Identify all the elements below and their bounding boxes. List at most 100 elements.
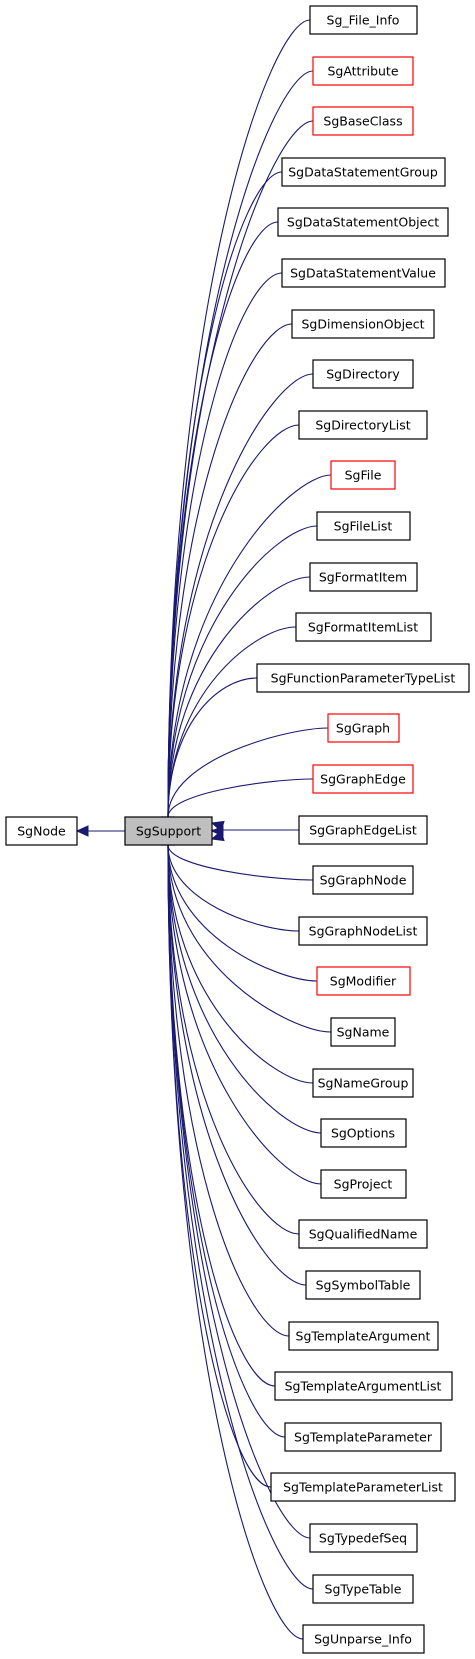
node-sgformatitem-label: SgFormatItem [319,570,407,585]
node-sgsupport-box[interactable] [124,816,213,846]
node-sgdirectory-box[interactable] [312,359,414,389]
node-sggraphnodelist-box[interactable] [298,916,428,946]
edge-sgformatitemlist [167,626,297,818]
node-sgformatitem[interactable]: SgFormatItem [309,562,418,592]
node-sgsymboltable-box[interactable] [305,1270,421,1300]
node-sgtemplateargumentlist-box[interactable] [274,1371,453,1401]
node-sgformatitemlist-box[interactable] [295,612,432,642]
node-sggraphedge[interactable]: SgGraphEdge [312,764,414,794]
node-sgattribute-box[interactable] [312,56,414,86]
node-sgsymboltable[interactable]: SgSymbolTable [305,1270,421,1300]
node-sggraph[interactable]: SgGraph [327,713,400,743]
node-sgmodifier[interactable]: SgModifier [316,966,411,996]
edge-sgdirectory [167,373,314,818]
node-sgtypedefseq-label: SgTypedefSeq [319,1531,407,1546]
node-sgdatastatementobject-box[interactable] [277,207,449,237]
node-sgbaseclass-box[interactable] [312,106,414,136]
node-sgdatastatementvalue[interactable]: SgDataStatementValue [281,258,446,288]
node-sgtemplateparameter-box[interactable] [284,1422,442,1452]
node-sgformatitem-box[interactable] [309,562,418,592]
node-sgdatastatementvalue-label: SgDataStatementValue [290,266,436,281]
node-sgnode[interactable]: SgNode [5,816,78,846]
node-sgdatastatementgroup-label: SgDataStatementGroup [288,165,438,180]
node-sgtemplateargument[interactable]: SgTemplateArgument [288,1321,439,1351]
edge-sgtemplateparameter [167,844,286,1438]
node-sgproject[interactable]: SgProject [320,1169,407,1199]
node-sggraphnode-label: SgGraphNode [320,873,407,888]
node-sggraph-label: SgGraph [336,721,390,736]
node-sgdatastatementvalue-box[interactable] [281,258,446,288]
node-sgdimensionobject-box[interactable] [291,309,435,339]
node-sgtemplateargumentlist[interactable]: SgTemplateArgumentList [274,1371,453,1401]
node-sgfile-box[interactable] [330,460,396,490]
node-sgdimensionobject-label: SgDimensionObject [301,317,424,332]
node-sgdirectorylist-label: SgDirectoryList [315,418,410,433]
node-sgoptions-label: SgOptions [331,1126,395,1141]
node-sggraphedgelist-label: SgGraphEdgeList [309,823,417,838]
node-sgfunctionparametertypelist-box[interactable] [256,663,470,693]
node-sgdirectory-label: SgDirectory [326,367,400,382]
node-sgtemplateargument-box[interactable] [288,1321,439,1351]
node-sggraphedgelist-box[interactable] [298,815,428,845]
node-sgdatastatementobject[interactable]: SgDataStatementObject [277,207,449,237]
edge-sggraphnode [167,844,314,881]
node-sgqualifiedname[interactable]: SgQualifiedName [298,1219,428,1249]
node-sg-file-info-label: Sg_File_Info [327,13,400,28]
node-sgfile[interactable]: SgFile [330,460,396,490]
node-sgattribute-label: SgAttribute [327,64,398,79]
node-sggraphnodelist[interactable]: SgGraphNodeList [298,916,428,946]
node-sgtypedefseq[interactable]: SgTypedefSeq [309,1523,418,1553]
node-sgsupport[interactable]: SgSupport [124,816,213,846]
node-sgproject-box[interactable] [320,1169,407,1199]
node-sgmodifier-box[interactable] [316,966,411,996]
node-sgdimensionobject[interactable]: SgDimensionObject [291,309,435,339]
edge-sgunparse-info [167,844,304,1640]
node-sgoptions-box[interactable] [320,1118,407,1148]
node-sgdatastatementgroup[interactable]: SgDataStatementGroup [281,157,446,187]
node-sg-file-info[interactable]: Sg_File_Info [309,5,418,35]
node-sgdatastatementgroup-box[interactable] [281,157,446,187]
node-sgfunctionparametertypelist[interactable]: SgFunctionParameterTypeList [256,663,470,693]
node-sgtypedefseq-box[interactable] [309,1523,418,1553]
node-sgmodifier-label: SgModifier [330,974,397,989]
node-sgtemplateparameter[interactable]: SgTemplateParameter [284,1422,442,1452]
node-sgbaseclass[interactable]: SgBaseClass [312,106,414,136]
node-sgsymboltable-label: SgSymbolTable [316,1278,411,1293]
node-sggraphnode-box[interactable] [312,865,414,895]
node-sggraphnode[interactable]: SgGraphNode [312,865,414,895]
node-sgoptions[interactable]: SgOptions [320,1118,407,1148]
node-sgtemplateparameterlist-box[interactable] [270,1472,456,1502]
node-sgtemplateparameter-label: SgTemplateParameter [294,1430,433,1445]
node-sggraph-box[interactable] [327,713,400,743]
node-sgtemplateparameterlist[interactable]: SgTemplateParameterList [270,1472,456,1502]
node-sggraphedge-box[interactable] [312,764,414,794]
node-sgname-box[interactable] [330,1017,396,1047]
edge-sgtemplateargument [167,844,290,1337]
node-sgnamegroup[interactable]: SgNameGroup [312,1068,414,1098]
arrowhead-right-upper [210,820,225,832]
node-sgdirectory[interactable]: SgDirectory [312,359,414,389]
node-sgname[interactable]: SgName [330,1017,396,1047]
node-sgtypetable[interactable]: SgTypeTable [312,1574,414,1604]
node-sgunparse-info-box[interactable] [302,1624,425,1654]
node-sggraphnodelist-label: SgGraphNodeList [309,924,418,939]
node-sgattribute[interactable]: SgAttribute [312,56,414,86]
node-sgfilelist-box[interactable] [316,511,411,541]
node-sgfilelist[interactable]: SgFileList [316,511,411,541]
node-sgnamegroup-box[interactable] [312,1068,414,1098]
node-sggraphedgelist[interactable]: SgGraphEdgeList [298,815,428,845]
node-sgunparse-info[interactable]: SgUnparse_Info [302,1624,425,1654]
inheritance-edges [75,19,332,1640]
node-sgqualifiedname-box[interactable] [298,1219,428,1249]
node-sgformatitemlist[interactable]: SgFormatItemList [295,612,432,642]
node-sgdirectorylist-box[interactable] [298,410,428,440]
edge-sgtypedefseq [167,844,311,1539]
edge-sg-file-info [167,19,311,818]
edge-sggraphnodelist [167,844,300,932]
node-sg-file-info-box[interactable] [309,5,418,35]
node-sgdirectorylist[interactable]: SgDirectoryList [298,410,428,440]
node-sgtemplateargumentlist-label: SgTemplateArgumentList [285,1379,442,1394]
node-sgtypetable-box[interactable] [312,1574,414,1604]
node-sgnode-box[interactable] [5,816,78,846]
